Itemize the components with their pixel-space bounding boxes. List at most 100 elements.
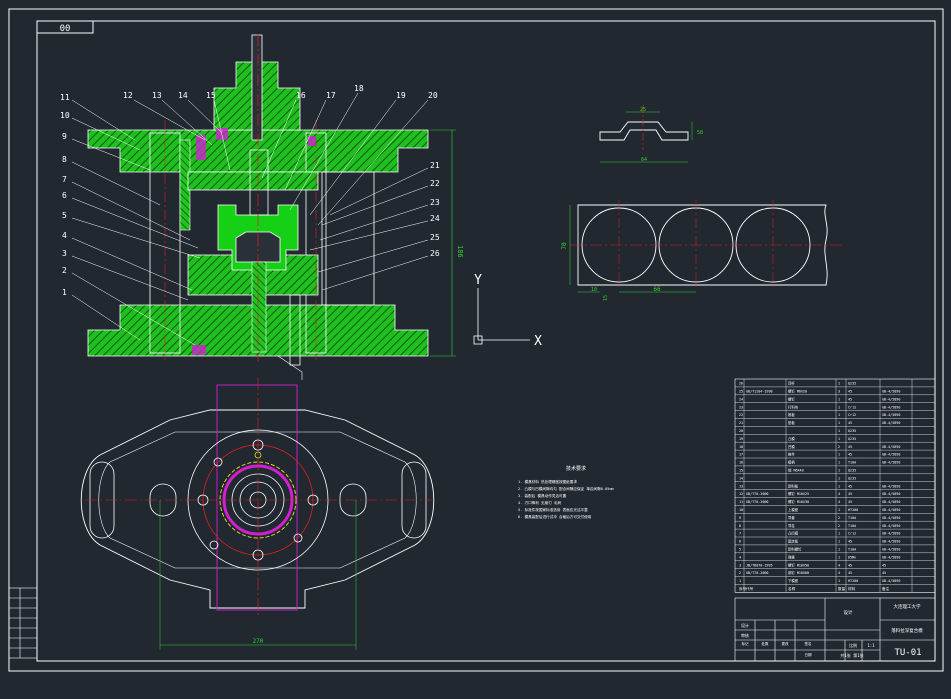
bom-cell: 8 [739, 524, 741, 528]
revision-block: 标记 处数 更改 签名 日期 [742, 641, 813, 657]
bom-cell: GB-4/5890 [882, 508, 900, 512]
bom-cell: 卸料螺钉 [788, 547, 802, 552]
bom-cell: GB-4/5890 [882, 405, 900, 409]
bom-cell: 45 [848, 421, 852, 425]
callout: 15 [206, 91, 216, 100]
callout: 9 [62, 132, 67, 141]
bom-cell: GB-4/5890 [882, 390, 900, 394]
bom-cell: 20 [739, 429, 743, 433]
side-block [321, 171, 375, 306]
outer-border [8, 8, 944, 672]
callout: 8 [62, 155, 67, 164]
part-base-dim-text: 64 [641, 157, 647, 163]
bom-cell: 上模座 [788, 507, 799, 512]
bom-cell: 推板 [788, 412, 795, 417]
bom-cell: 下模座 [788, 578, 799, 583]
bom-cell: 弹簧 [788, 554, 795, 559]
bom-cell: GB-4/5890 [882, 492, 900, 496]
note-line: 6. 模具装配后进行试冲 合格后方可交付使用 [518, 514, 592, 519]
pin-hole [293, 533, 303, 543]
bottom-bolt [192, 345, 206, 355]
bom-cell: 16 [739, 461, 743, 465]
bom-cell: GB-4/5890 [882, 555, 900, 559]
bom-cell: 11 [739, 500, 743, 504]
bom-cell: 1 [838, 397, 840, 401]
bom-cell: T10A [848, 524, 856, 528]
bom-cell: 卸料板 [788, 483, 799, 488]
bom-cell: 45 [848, 571, 852, 575]
plan-inner-outline [98, 431, 417, 569]
bom-cell: GB-4/5890 [882, 540, 900, 544]
bom-cell: 2 [838, 445, 840, 449]
bom-cell: T10A [848, 516, 856, 520]
bom-cell: JB/T8070-1995 [746, 563, 773, 567]
inner-border [36, 20, 936, 662]
bom-cell: 1 [838, 453, 840, 457]
note-line: 4. 刃口锋利 无崩刃 毛刺 [518, 500, 562, 505]
part-profile [599, 121, 689, 141]
height-dim-text: 186 [456, 245, 464, 258]
bom-cell: 1 [838, 469, 840, 473]
revision-label: 处数 [762, 641, 770, 646]
revision-label: 签名 [805, 641, 812, 646]
bom-cell: Q235 [848, 429, 856, 433]
plan-view: 270 [80, 378, 435, 650]
revision-label: 日期 [805, 652, 813, 657]
callout: 12 [123, 91, 133, 100]
bom-cell: 推件 [788, 452, 795, 457]
callout: 2 [62, 266, 67, 275]
bom-cell: 螺钉 M10X30 [788, 499, 809, 504]
note-line: 3. 装配后 模具动作灵活可靠 [518, 493, 567, 498]
bom-cell: 4 [838, 571, 840, 575]
bom-cell: 13 [739, 484, 743, 488]
bom-cell: 1 [838, 508, 840, 512]
callout: 18 [354, 84, 364, 93]
die-cavity [235, 231, 281, 263]
bom-cell: 2 [838, 516, 840, 520]
center-punch [249, 149, 269, 216]
punch-plate [187, 171, 319, 191]
bom-cell: GB/T1204-1998 [746, 390, 773, 394]
bom-cell: 导套 [788, 515, 795, 520]
bom-cell: 3 [739, 563, 741, 567]
ejector-pin [289, 294, 301, 366]
bom-cell: 6 [739, 540, 741, 544]
bom-cell: 1 [838, 532, 840, 536]
design-label: 设计 [741, 622, 749, 628]
bom-cell: 1 [838, 476, 840, 480]
bom-cell: 1 [838, 579, 840, 583]
bom-cell: 45 [882, 571, 886, 575]
plan-outline [80, 409, 435, 609]
bom-cell: 14 [739, 476, 743, 480]
bom-cell: 1 [838, 484, 840, 488]
callout: 23 [430, 198, 440, 207]
bom-cell: 4 [838, 492, 840, 496]
bom-cell: 1 [739, 579, 741, 583]
callouts-right: 21 22 23 24 25 26 [430, 161, 440, 258]
callout: 13 [152, 91, 162, 100]
bom-cell: Q235 [848, 469, 856, 473]
note-line: 5. 标准件按国家标准选用 表面应光洁平整 [518, 507, 588, 512]
scale-label: 比例 [849, 642, 857, 648]
bom-header-cell: 代号 [746, 586, 754, 591]
bom-cell: 7 [739, 532, 741, 536]
bom-cell: GB-4/5890 [882, 516, 900, 520]
bom-cell: 45 [848, 492, 852, 496]
callout: 26 [430, 249, 440, 258]
section-leader [277, 355, 303, 380]
bom-cell: GB-4/5890 [882, 421, 900, 425]
bom-cell: 2 [838, 524, 840, 528]
bom-cell: 45 [848, 445, 852, 449]
bom-cell: 1 [838, 540, 840, 544]
bom-cell: 5 [739, 548, 741, 552]
scale-value: 1:1 [867, 643, 875, 648]
bom-header-cell: 备注 [882, 586, 890, 591]
bom-cell: Cr12 [848, 532, 856, 536]
callout: 10 [60, 111, 70, 120]
bom-cell: GB-4/5890 [882, 413, 900, 417]
revision-label: 更改 [782, 641, 790, 646]
callout: 20 [428, 91, 438, 100]
ucs-icon [473, 288, 530, 345]
callout: 16 [296, 91, 306, 100]
bom-cell: Q235 [848, 437, 856, 441]
